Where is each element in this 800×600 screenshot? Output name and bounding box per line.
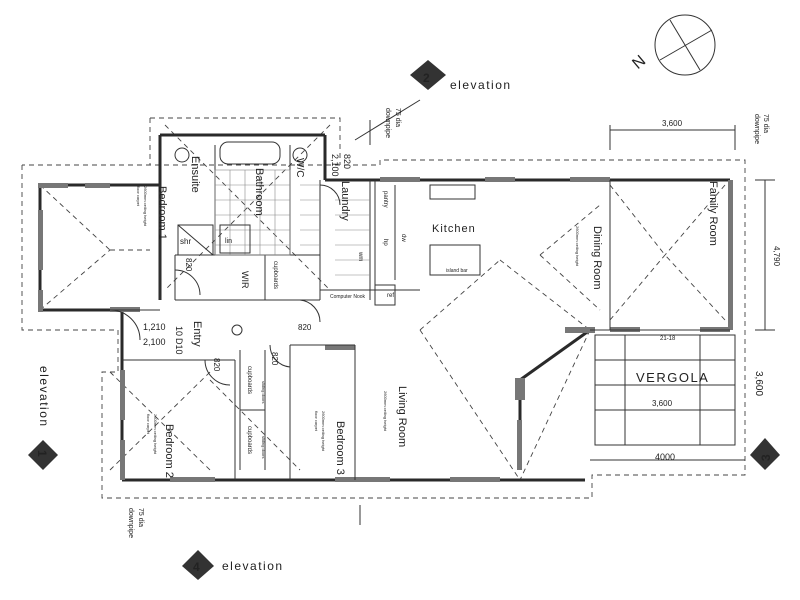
dim-820-b: 820 [212, 358, 221, 372]
note-ceiling-bed3: 2600mm ceiling height [321, 411, 326, 452]
room-wir: WIR [240, 271, 250, 289]
svg-text:1: 1 [35, 450, 49, 457]
room-computer-nook: Computer Nook [330, 294, 366, 300]
label-ref: ref [387, 293, 394, 299]
dimension-lines [354, 99, 775, 525]
note-ceiling-living: 2600mm ceiling height [383, 391, 388, 432]
room-living: Living Room [396, 386, 408, 447]
dim-3600-vergola: 3,600 [652, 399, 673, 408]
dim-820-c: 820 [270, 352, 279, 366]
label-shr: shr [180, 237, 191, 246]
label-cupboards-wir: cupboards [272, 261, 278, 289]
interior-walls [110, 145, 730, 480]
svg-text:downpipe: downpipe [127, 508, 134, 538]
room-dining: Dining Room [591, 226, 603, 290]
room-bathroom: Bathroom [253, 168, 265, 216]
room-kitchen: Kitchen [432, 223, 476, 235]
svg-text:2: 2 [423, 71, 430, 85]
door-swings [109, 184, 341, 386]
svg-text:elevation: elevation [222, 559, 284, 573]
dim-2100-bath: 2,100 [330, 154, 340, 177]
dim-3600-handwritten: 3,600 [753, 371, 764, 396]
room-entry: Entry [191, 321, 203, 347]
label-sliding-doors-2: sliding doors [261, 436, 266, 458]
elevation-marker-4: 4 elevation [182, 550, 284, 580]
room-wc: W/C [294, 158, 305, 177]
svg-text:4: 4 [193, 560, 200, 574]
dim-820-bath: 820 [342, 154, 352, 169]
elevation-marker-1: 1 elevation [28, 366, 58, 470]
svg-text:elevation: elevation [37, 366, 51, 428]
room-laundry: Laundry [339, 181, 351, 221]
vergola-label: VERGOLA [636, 370, 709, 385]
tiled-floor [214, 169, 370, 276]
label-sliding-doors-1: sliding doors [261, 381, 266, 403]
label-pantry: pantry [382, 191, 388, 208]
downpipe-note-top: 75 dia [394, 108, 401, 127]
note-carpet-bed1: floor carpet [136, 186, 141, 207]
roof-outline [21, 117, 746, 499]
note-carpet-bed2: floor carpet [146, 414, 151, 435]
elevation-marker-2: 2 elevation [410, 60, 512, 92]
door-code-d10: D10 [174, 338, 184, 355]
note-ceiling-dining: 2600mm ceiling height [575, 226, 580, 267]
door-code-10: 10 [174, 326, 184, 336]
dim-4000: 4000 [655, 452, 675, 462]
label-island-bar: island bar [446, 268, 468, 274]
dim-820-a: 820 [184, 258, 193, 272]
room-bedroom-2: Bedroom 2 [163, 424, 175, 478]
north-compass-icon [654, 14, 716, 76]
label-dw: dw [400, 234, 406, 242]
dim-4790: 4,790 [772, 246, 781, 267]
dim-3600-top: 3,600 [662, 119, 683, 128]
label-wm: wm [357, 251, 363, 261]
dim-2100: 2,100 [143, 337, 166, 347]
north-label: N [629, 52, 649, 72]
svg-text:elevation: elevation [450, 78, 512, 92]
room-family: Family Room [707, 181, 719, 246]
note-ceiling-bed1: 2600mm ceiling height [143, 186, 148, 227]
dim-21-18: 21-18 [660, 336, 676, 342]
downpipe-note-right: 75 dia [762, 114, 769, 133]
note-ceiling-bed2: 2600mm ceiling height [153, 414, 158, 455]
elevation-marker-3: 3 [750, 438, 780, 470]
room-bedroom-1: Bedroom 1 [156, 186, 168, 240]
svg-text:downpipe: downpipe [384, 108, 391, 138]
dim-1210: 1,210 [143, 322, 166, 332]
label-cupboards-hall-2: cupboards [246, 426, 252, 454]
downpipe-note-bottom: 75 dia [137, 508, 144, 527]
dim-820-d: 820 [298, 323, 312, 332]
svg-text:3: 3 [759, 454, 773, 461]
room-ensuite: Ensuite [189, 156, 201, 193]
label-cupboards-hall-1: cupboards [246, 366, 252, 394]
room-bedroom-3: Bedroom 3 [334, 421, 346, 475]
label-hp: hp [382, 239, 388, 246]
label-lin: lin [225, 238, 232, 245]
svg-text:downpipe: downpipe [753, 114, 760, 144]
note-carpet-bed3: floor carpet [314, 411, 319, 432]
